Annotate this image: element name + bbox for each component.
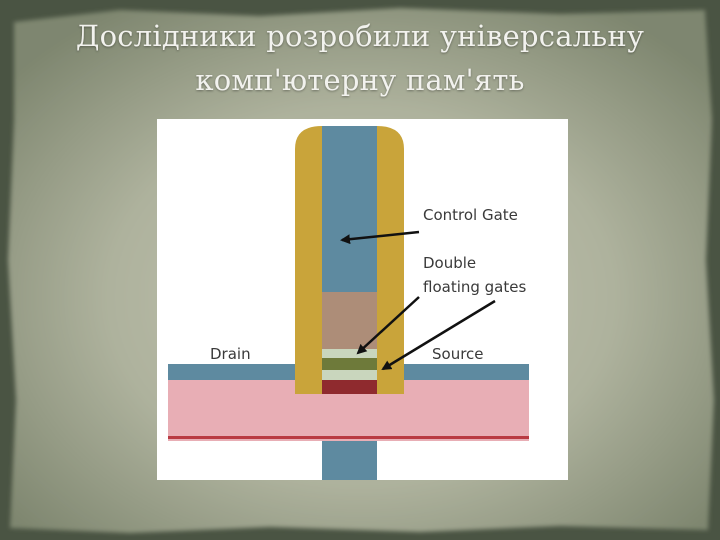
- tunnel-layer: [322, 370, 377, 380]
- arrow-control-gate: [340, 230, 420, 245]
- gate-dielectric: [322, 292, 377, 349]
- title-line-1: Дослідники розробили універсальну: [75, 19, 645, 53]
- title-line-2: комп'ютерну пам'ять: [195, 63, 525, 97]
- label-control-gate: Control Gate: [423, 206, 518, 224]
- label-double: Double: [423, 254, 476, 272]
- transistor-diagram: Control Gate Double floating gates Drain…: [157, 119, 568, 480]
- floating-gate-lower: [322, 358, 377, 370]
- substrate-line: [168, 436, 529, 439]
- floating-gate-upper: [322, 349, 377, 358]
- channel-region: [322, 380, 377, 394]
- control-gate: [322, 126, 377, 292]
- bottom-contact: [322, 439, 377, 480]
- diagram-canvas: Control Gate Double floating gates Drain…: [168, 126, 529, 480]
- arrow-floating-upper: [356, 296, 420, 355]
- label-drain: Drain: [210, 345, 251, 363]
- slide-title: Дослідники розробили універсальну комп'ю…: [0, 14, 720, 102]
- label-floating-gates: floating gates: [423, 278, 526, 296]
- arrow-floating-lower: [381, 299, 496, 371]
- label-source: Source: [432, 345, 484, 363]
